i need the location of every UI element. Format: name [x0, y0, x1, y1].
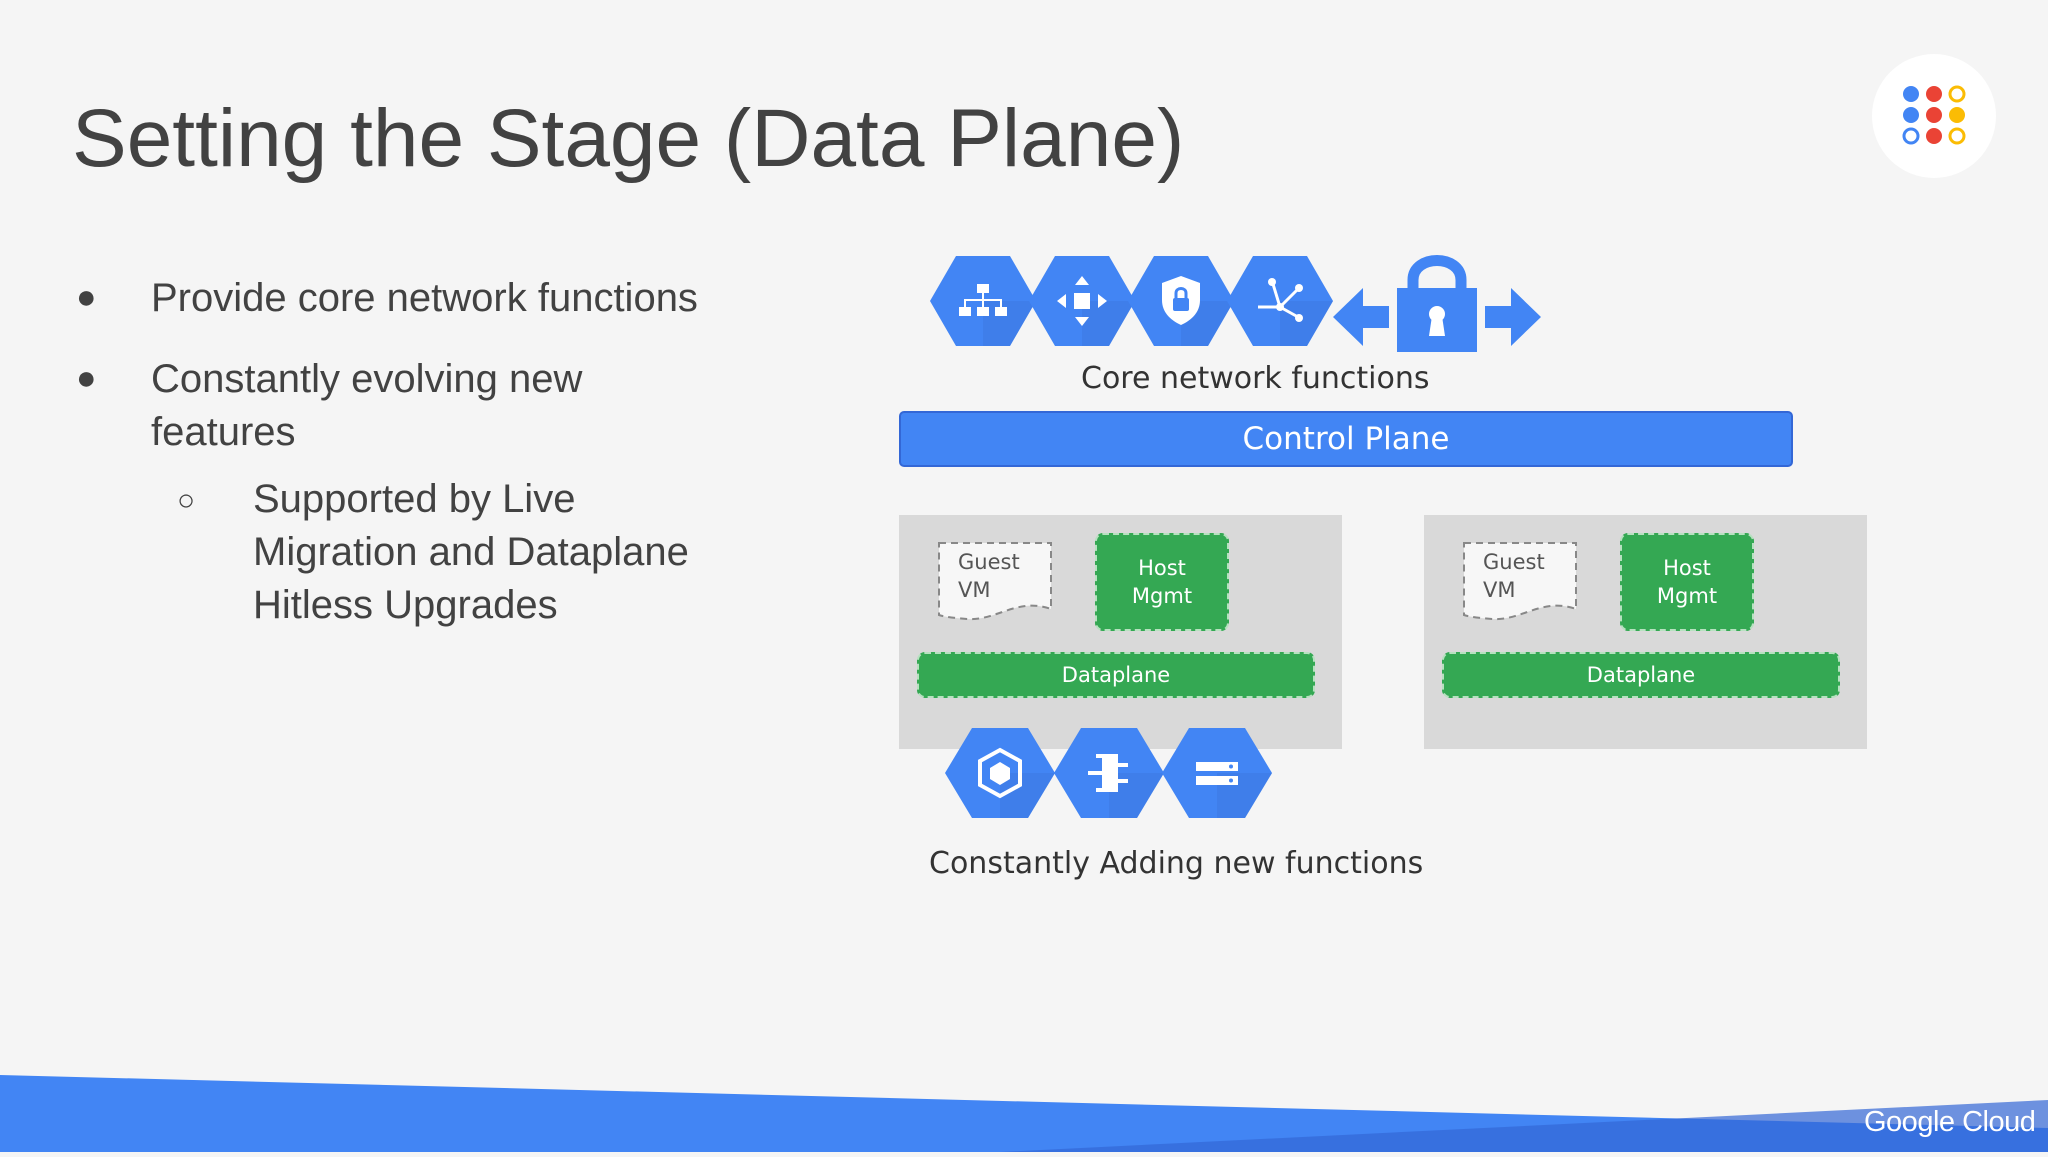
top-caption: Core network functions	[1081, 361, 1430, 396]
slide-title: Setting the Stage (Data Plane)	[72, 93, 1185, 184]
host-mgmt-box: Host Mgmt	[1620, 533, 1754, 631]
host-mgmt-box: Host Mgmt	[1095, 533, 1229, 631]
guest-vm-label: Guest VM	[1483, 548, 1545, 604]
google-dots-logo	[1872, 54, 1996, 178]
bullet-item: Provide core network functions	[151, 272, 698, 325]
guest-label-line: VM	[1483, 578, 1516, 602]
bullet-line: Constantly evolving new	[151, 357, 583, 401]
host-mgmt-line: Mgmt	[1656, 584, 1718, 608]
bullet-line: Supported by Live	[253, 477, 576, 521]
dots-grid-icon	[1902, 85, 1966, 145]
control-plane-bar: Control Plane	[899, 411, 1793, 467]
bullet-item: Constantly evolving new features	[151, 353, 582, 459]
bullet-line: features	[151, 410, 296, 454]
dataplane-bar: Dataplane	[917, 652, 1315, 698]
sitemap-icon	[928, 254, 1038, 349]
server-list-icon	[1160, 726, 1274, 821]
guest-label-line: VM	[958, 578, 991, 602]
connector-icon	[1052, 726, 1166, 821]
bullet-line: Migration and Dataplane	[253, 530, 689, 574]
sub-bullet-dot: ○	[177, 484, 196, 517]
bullet-dot: ●	[76, 359, 97, 397]
guest-label-line: Guest	[958, 550, 1020, 574]
network-fork-icon	[1225, 254, 1335, 349]
host-mgmt-line: Host	[1138, 556, 1186, 580]
cube-icon	[943, 726, 1057, 821]
host-mgmt-line: Mgmt	[1131, 584, 1193, 608]
guest-vm-label: Guest VM	[958, 548, 1020, 604]
dataplane-bar: Dataplane	[1442, 652, 1840, 698]
guest-vm-shape	[937, 541, 1053, 628]
shield-lock-icon	[1126, 254, 1236, 349]
bullet-line: Provide core network functions	[151, 276, 698, 320]
guest-label-line: Guest	[1483, 550, 1545, 574]
bullet-dot: ●	[76, 278, 97, 316]
google-cloud-logo-text: Google Cloud	[1864, 1106, 2036, 1138]
guest-vm-shape	[1462, 541, 1578, 628]
host-mgmt-line: Host	[1663, 556, 1711, 580]
move-arrows-icon	[1027, 254, 1137, 349]
bottom-caption: Constantly Adding new functions	[929, 846, 1424, 881]
footer-band	[0, 1070, 2048, 1157]
sub-bullet-item: Supported by Live Migration and Dataplan…	[253, 473, 689, 632]
bullet-line: Hitless Upgrades	[253, 583, 558, 627]
padlock-arrows-icon	[1333, 248, 1541, 359]
